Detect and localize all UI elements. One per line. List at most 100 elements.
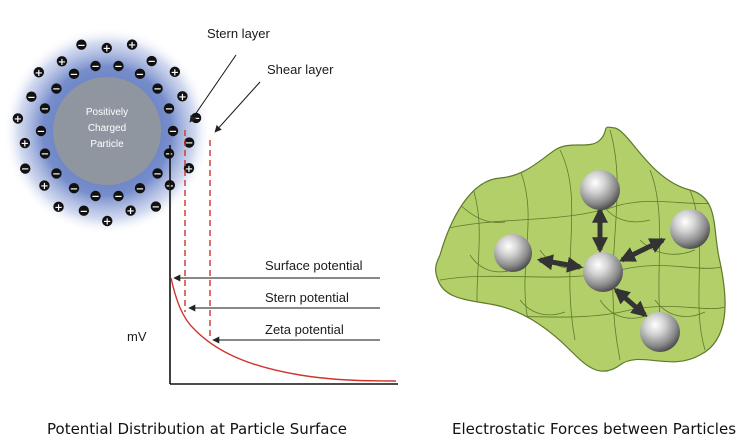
charged-particle-core	[53, 77, 161, 185]
sphere-particle-center	[583, 252, 623, 292]
outer-mixed-charge-disc	[78, 205, 90, 216]
inner-negative-charge-disc	[39, 103, 51, 114]
inner-negative-charge-disc	[163, 148, 175, 159]
outer-mixed-charge-disc	[125, 205, 136, 216]
outer-mixed-charge-sign: +	[171, 67, 179, 78]
outer-mixed-charge-disc	[169, 66, 181, 78]
outer-mixed-charge-sign: +	[35, 68, 43, 79]
charge-symbols: −−−−−−−−−−−−−−−−−−−++−++−++−++−++−++−++−	[12, 39, 202, 228]
sphere-particle-top	[580, 170, 620, 210]
dispersion-medium-blob	[435, 126, 726, 372]
particle-group: Positively Charged Particle −−−−−−−−−−−−…	[3, 27, 211, 235]
inner-negative-charge-sign: −	[52, 84, 60, 95]
outer-mixed-charge-sign: −	[152, 202, 160, 213]
outer-mixed-charge-sign: +	[103, 217, 111, 228]
stern-layer-pointer	[189, 54, 237, 123]
outer-mixed-charge-disc	[177, 91, 188, 102]
inner-negative-charge-sign: −	[153, 84, 161, 95]
sphere-particle-bottom	[640, 312, 680, 352]
outer-mixed-charge-disc	[19, 137, 31, 149]
inner-negative-charge-disc	[51, 168, 62, 179]
outer-mixed-charge-disc	[126, 39, 138, 50]
outer-mixed-charge-disc	[76, 39, 87, 50]
inner-negative-charge-sign: −	[114, 192, 122, 203]
outer-mixed-charge-disc	[20, 163, 31, 174]
outer-mixed-charge-disc	[33, 67, 45, 78]
inner-negative-charge-sign: −	[41, 104, 49, 115]
stern-potential-label: Stern potential	[265, 290, 349, 305]
outer-mixed-charge-disc	[39, 180, 50, 191]
sphere-particle-left	[494, 234, 532, 272]
force-arrow-bottom	[613, 287, 648, 318]
inner-negative-charge-sign: −	[91, 62, 99, 73]
outer-mixed-charge-disc	[53, 201, 64, 213]
inner-negative-charge-sign: −	[70, 184, 78, 195]
particle-label-line-1: Positively	[86, 107, 128, 118]
particle-label-line-2: Charged	[88, 123, 126, 134]
inner-negative-charge-sign: −	[70, 69, 78, 80]
outer-mixed-charge-disc	[101, 42, 112, 54]
inner-negative-charge-sign: −	[165, 104, 173, 115]
inner-negative-charge-disc	[39, 148, 51, 159]
inner-negative-charge-sign: −	[91, 192, 99, 203]
outer-mixed-charge-sign: +	[126, 206, 134, 217]
inner-negative-charge-disc	[134, 68, 146, 80]
right-caption: Electrostatic Forces between Particles	[452, 420, 737, 438]
force-arrow-left	[536, 254, 584, 273]
inner-negative-charge-disc	[35, 125, 47, 137]
inner-negative-charge-disc	[68, 182, 80, 194]
outer-mixed-charge-disc	[26, 91, 37, 102]
inner-negative-charge-disc	[152, 83, 163, 94]
outer-mixed-charge-sign: −	[27, 92, 35, 103]
outer-mixed-charge-sign: −	[80, 206, 88, 217]
inner-negative-charge-sign: −	[114, 62, 122, 73]
outer-mixed-charge-disc	[183, 137, 195, 148]
outer-mixed-charge-sign: +	[128, 40, 136, 51]
shear-layer-label: Shear layer	[267, 62, 334, 77]
axis-unit-label: mV	[127, 329, 147, 344]
force-arrow-right	[619, 237, 666, 263]
inner-negative-charge-disc	[51, 83, 62, 94]
particle-cluster	[435, 126, 726, 372]
inner-negative-charge-sign: −	[136, 184, 144, 195]
outer-mixed-charge-disc	[56, 56, 68, 67]
left-caption: Potential Distribution at Particle Surfa…	[47, 420, 347, 438]
outer-mixed-charge-sign: +	[21, 139, 29, 150]
surface-potential-label: Surface potential	[265, 258, 363, 273]
outer-mixed-charge-disc	[150, 201, 162, 212]
outer-mixed-charge-sign: +	[54, 202, 62, 213]
outer-mixed-charge-sign: +	[178, 92, 186, 103]
inner-negative-charge-disc	[167, 125, 179, 137]
outer-mixed-charge-sign: +	[14, 114, 22, 125]
inner-negative-charge-sign: −	[41, 149, 49, 160]
inner-negative-charge-sign: −	[169, 127, 177, 138]
outer-mixed-charge-sign: +	[185, 164, 193, 175]
inner-negative-charge-sign: −	[37, 127, 45, 138]
inner-negative-charge-disc	[163, 103, 175, 114]
outer-mixed-charge-sign: −	[185, 138, 193, 149]
inner-negative-charge-disc	[113, 60, 124, 72]
force-arrows	[536, 206, 666, 318]
inner-negative-charge-sign: −	[153, 169, 161, 180]
outer-mixed-charge-sign: +	[40, 181, 48, 192]
outer-mixed-charge-sign: −	[147, 57, 155, 68]
shear-layer-pointer	[214, 81, 261, 133]
outer-mixed-charge-sign: −	[192, 114, 200, 125]
inner-negative-charge-sign: −	[165, 149, 173, 160]
outer-mixed-charge-sign: +	[103, 44, 111, 55]
outer-mixed-charge-disc	[12, 113, 24, 124]
outer-mixed-charge-sign: +	[58, 57, 66, 68]
inner-negative-charge-disc	[152, 168, 163, 179]
particle-label-line-3: Particle	[90, 139, 124, 150]
zeta-potential-label: Zeta potential	[265, 322, 344, 337]
stern-layer-label: Stern layer	[207, 26, 271, 41]
inner-negative-charge-disc	[113, 190, 124, 202]
inner-negative-charge-sign: −	[136, 69, 144, 80]
potential-decay-curve	[170, 277, 397, 382]
inner-negative-charge-sign: −	[52, 169, 60, 180]
outer-mixed-charge-disc	[146, 55, 157, 67]
outer-mixed-charge-sign: −	[77, 40, 85, 51]
inner-negative-charge-disc	[90, 190, 101, 202]
outer-mixed-charge-sign: −	[21, 164, 29, 175]
